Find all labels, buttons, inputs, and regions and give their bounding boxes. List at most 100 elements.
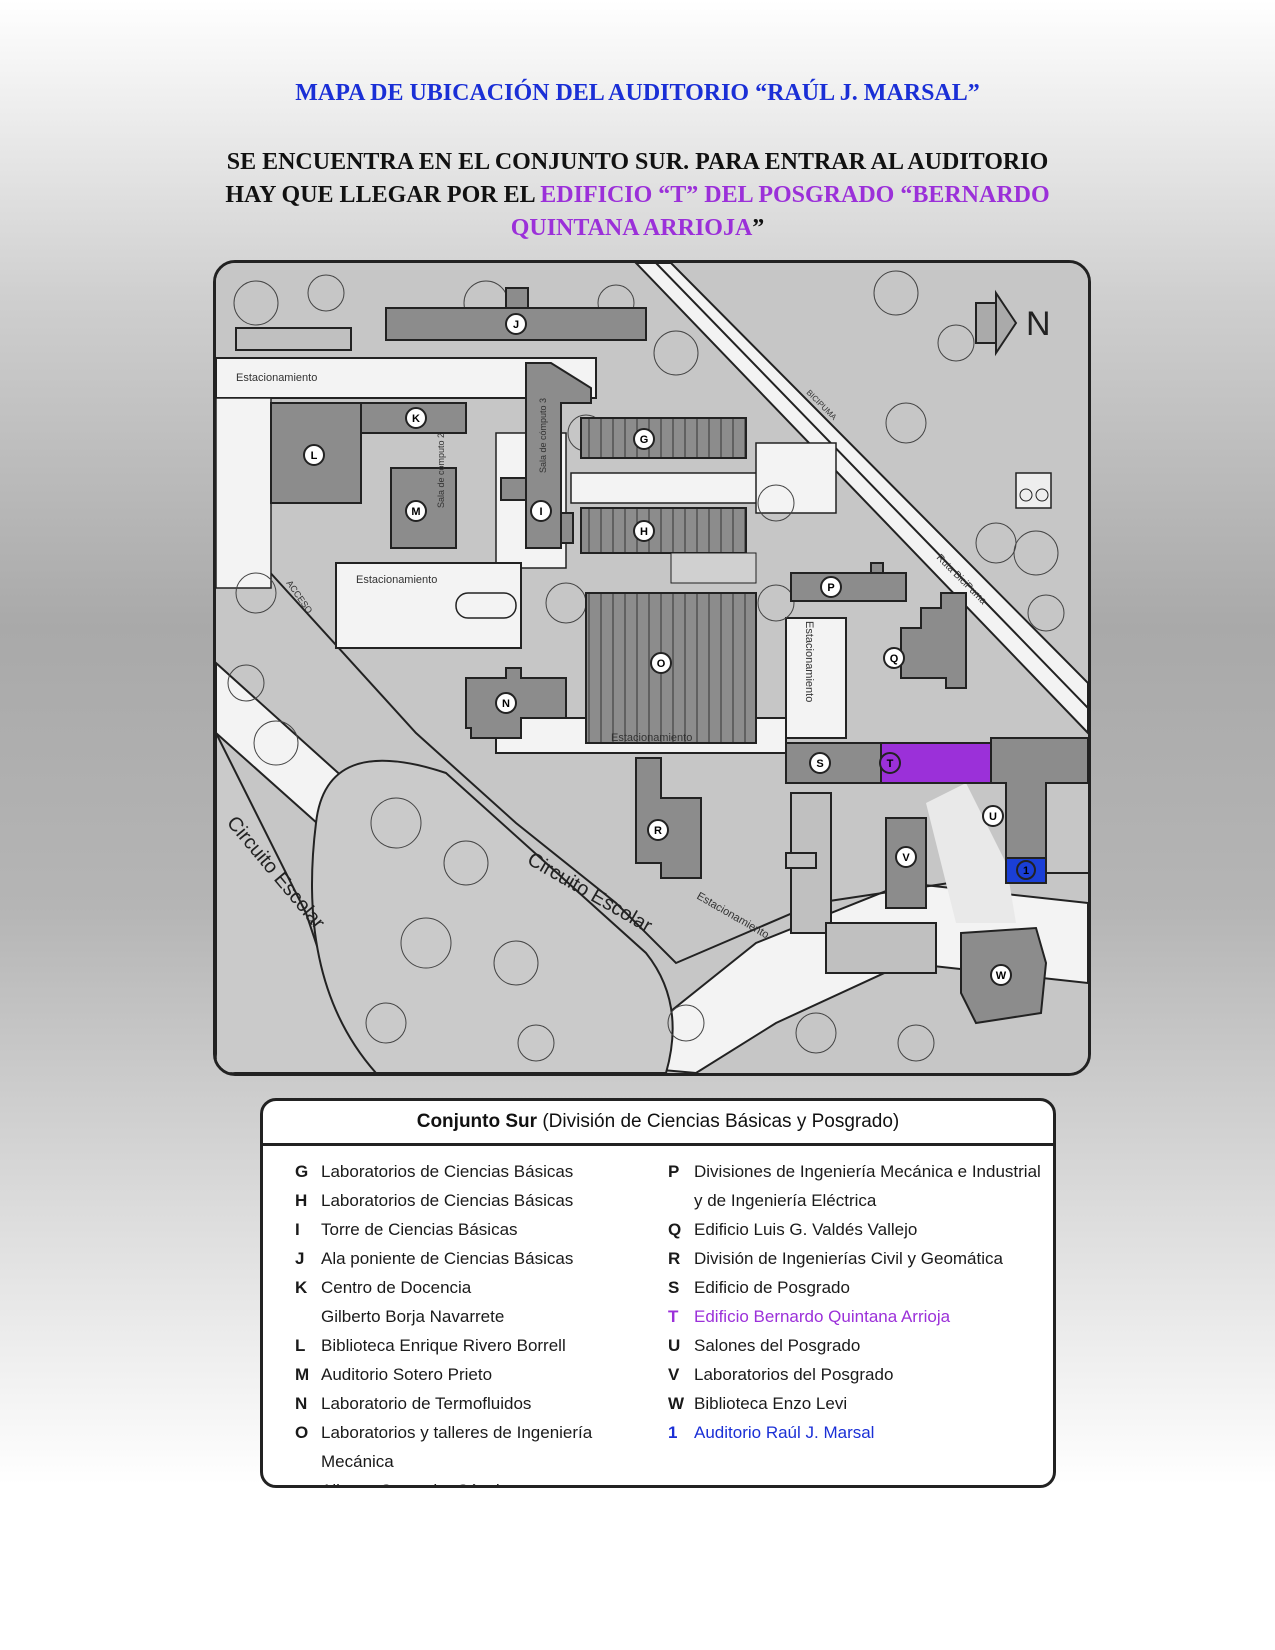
campus-map-drawing: N Estacionamiento Estacionamiento Estaci… bbox=[216, 263, 1088, 1073]
legend-title-rest: (División de Ciencias Básicas y Posgrado… bbox=[537, 1111, 900, 1132]
marker-V[interactable]: V bbox=[895, 846, 917, 868]
legend-code: U bbox=[668, 1336, 681, 1355]
marker-S[interactable]: S bbox=[809, 752, 831, 774]
marker-W[interactable]: W bbox=[990, 964, 1012, 986]
campus-map[interactable]: N Estacionamiento Estacionamiento Estaci… bbox=[213, 260, 1091, 1076]
legend-text: Edificio Bernardo Quintana Arrioja bbox=[694, 1307, 951, 1326]
room2-label: Sala de cómputo 2 bbox=[436, 433, 446, 508]
legend-row: I Torre de Ciencias Básicas bbox=[295, 1215, 665, 1244]
legend-code bbox=[295, 1476, 321, 1485]
legend-row: O Laboratorios y talleres de Ingeniería M… bbox=[295, 1418, 665, 1476]
parking-label-top: Estacionamiento bbox=[236, 372, 317, 384]
legend-code: P bbox=[668, 1162, 680, 1181]
legend-text: Torre de Ciencias Básicas bbox=[321, 1220, 518, 1239]
north-arrow-icon bbox=[975, 289, 1018, 357]
legend-text: Laboratorios de Ciencias Básicas bbox=[321, 1162, 574, 1181]
legend-code: O bbox=[295, 1423, 309, 1442]
legend-text: Biblioteca Enzo Levi bbox=[694, 1394, 848, 1413]
marker-T-label: T bbox=[887, 758, 894, 770]
legend-text: Gilberto Borja Navarrete bbox=[321, 1307, 505, 1326]
marker-K[interactable]: K bbox=[405, 407, 427, 429]
legend-row: R División de Ingenierías Civil y Geomáti… bbox=[668, 1244, 1048, 1273]
legend-code: G bbox=[295, 1162, 309, 1181]
legend-code bbox=[295, 1302, 321, 1331]
legend-row: Gilberto Borja Navarrete bbox=[295, 1302, 665, 1331]
marker-P[interactable]: P bbox=[820, 576, 842, 598]
marker-one[interactable]: 1 bbox=[1016, 860, 1036, 880]
legend-code: K bbox=[295, 1278, 308, 1297]
legend-text: Alberto Camacho Sánchez bbox=[321, 1476, 665, 1485]
lawn-center bbox=[311, 759, 674, 1073]
parking-oval bbox=[455, 592, 517, 619]
legend-code: S bbox=[668, 1278, 680, 1297]
parking-label-vertical: Estacionamiento bbox=[803, 621, 815, 702]
legend-text: Laboratorios y talleres de Ingeniería Me… bbox=[321, 1423, 593, 1471]
legend-code: T bbox=[668, 1307, 679, 1326]
parking-label-bottom: Estacionamiento bbox=[611, 732, 692, 744]
legend-text: Edificio de Posgrado bbox=[694, 1278, 850, 1297]
legend-row-auditorium: 1 Auditorio Raúl J. Marsal bbox=[668, 1418, 1048, 1447]
marker-R-label: R bbox=[654, 825, 662, 837]
legend-row: y de Ingeniería Eléctrica bbox=[668, 1186, 1048, 1215]
marker-W-label: W bbox=[996, 970, 1007, 982]
legend-code: I bbox=[295, 1220, 300, 1239]
marker-R[interactable]: R bbox=[647, 819, 669, 841]
legend-text: Auditorio Sotero Prieto bbox=[321, 1365, 493, 1384]
marker-I[interactable]: I bbox=[530, 500, 552, 522]
marker-Q[interactable]: Q bbox=[883, 647, 905, 669]
marker-O-label: O bbox=[657, 658, 666, 670]
marker-G-label: G bbox=[640, 434, 649, 446]
legend-text: Laboratorio de Termofluidos bbox=[321, 1394, 532, 1413]
marker-T[interactable]: T bbox=[879, 752, 901, 774]
subtitle-end: ” bbox=[752, 215, 765, 241]
legend-text: Laboratorios del Posgrado bbox=[694, 1365, 894, 1384]
legend-text: Ala poniente de Ciencias Básicas bbox=[321, 1249, 574, 1268]
marker-G[interactable]: G bbox=[633, 428, 655, 450]
legend-title-bold: Conjunto Sur bbox=[416, 1111, 538, 1132]
legend-text: Auditorio Raúl J. Marsal bbox=[694, 1423, 875, 1442]
legend-text: División de Ingenierías Civil y Geomátic… bbox=[694, 1249, 1003, 1268]
marker-M[interactable]: M bbox=[405, 500, 427, 522]
legend-code: 1 bbox=[668, 1423, 678, 1442]
marker-M-label: M bbox=[411, 506, 420, 518]
legend-text: Divisiones de Ingeniería Mecánica e Indu… bbox=[694, 1162, 1041, 1181]
marker-H[interactable]: H bbox=[633, 520, 655, 542]
north-label: N bbox=[1026, 305, 1051, 343]
marker-S-label: S bbox=[816, 758, 823, 770]
page-subtitle: SE ENCUENTRA EN EL CONJUNTO SUR. PARA EN… bbox=[200, 146, 1075, 245]
marker-N[interactable]: N bbox=[495, 692, 517, 714]
marker-L[interactable]: L bbox=[303, 444, 325, 466]
legend-code bbox=[668, 1186, 694, 1215]
legend-row: Alberto Camacho Sánchez bbox=[295, 1476, 665, 1485]
marker-V-label: V bbox=[902, 852, 910, 864]
legend-code: L bbox=[295, 1336, 306, 1355]
subtitle-highlight: EDIFICIO “T” DEL POSGRADO “BERNARDO QUIN… bbox=[510, 182, 1050, 241]
legend-code: W bbox=[668, 1394, 685, 1413]
marker-O[interactable]: O bbox=[650, 652, 672, 674]
legend-code: R bbox=[668, 1249, 681, 1268]
legend-row: W Biblioteca Enzo Levi bbox=[668, 1389, 1048, 1418]
marker-U[interactable]: U bbox=[982, 805, 1004, 827]
page-title: MAPA DE UBICACIÓN DEL AUDITORIO “RAÚL J.… bbox=[295, 80, 980, 106]
marker-N-label: N bbox=[502, 698, 510, 710]
marker-one-label: 1 bbox=[1023, 865, 1029, 877]
marker-J[interactable]: J bbox=[505, 313, 527, 335]
legend-column-right: P Divisiones de Ingeniería Mecánica e Ind… bbox=[668, 1157, 1048, 1447]
marker-J-label: J bbox=[513, 319, 519, 331]
subtitle-text: SE ENCUENTRA EN EL CONJUNTO SUR. PARA EN… bbox=[225, 149, 1049, 208]
legend-row: N Laboratorio de Termofluidos bbox=[295, 1389, 665, 1418]
legend-row-highlight: T Edificio Bernardo Quintana Arrioja bbox=[668, 1302, 1048, 1331]
marker-Q-label: Q bbox=[890, 653, 899, 665]
legend-code: N bbox=[295, 1394, 308, 1413]
legend-row: P Divisiones de Ingeniería Mecánica e Ind… bbox=[668, 1157, 1048, 1186]
legend-text: Laboratorios de Ciencias Básicas bbox=[321, 1191, 574, 1210]
parking-label-middle: Estacionamiento bbox=[356, 574, 437, 586]
